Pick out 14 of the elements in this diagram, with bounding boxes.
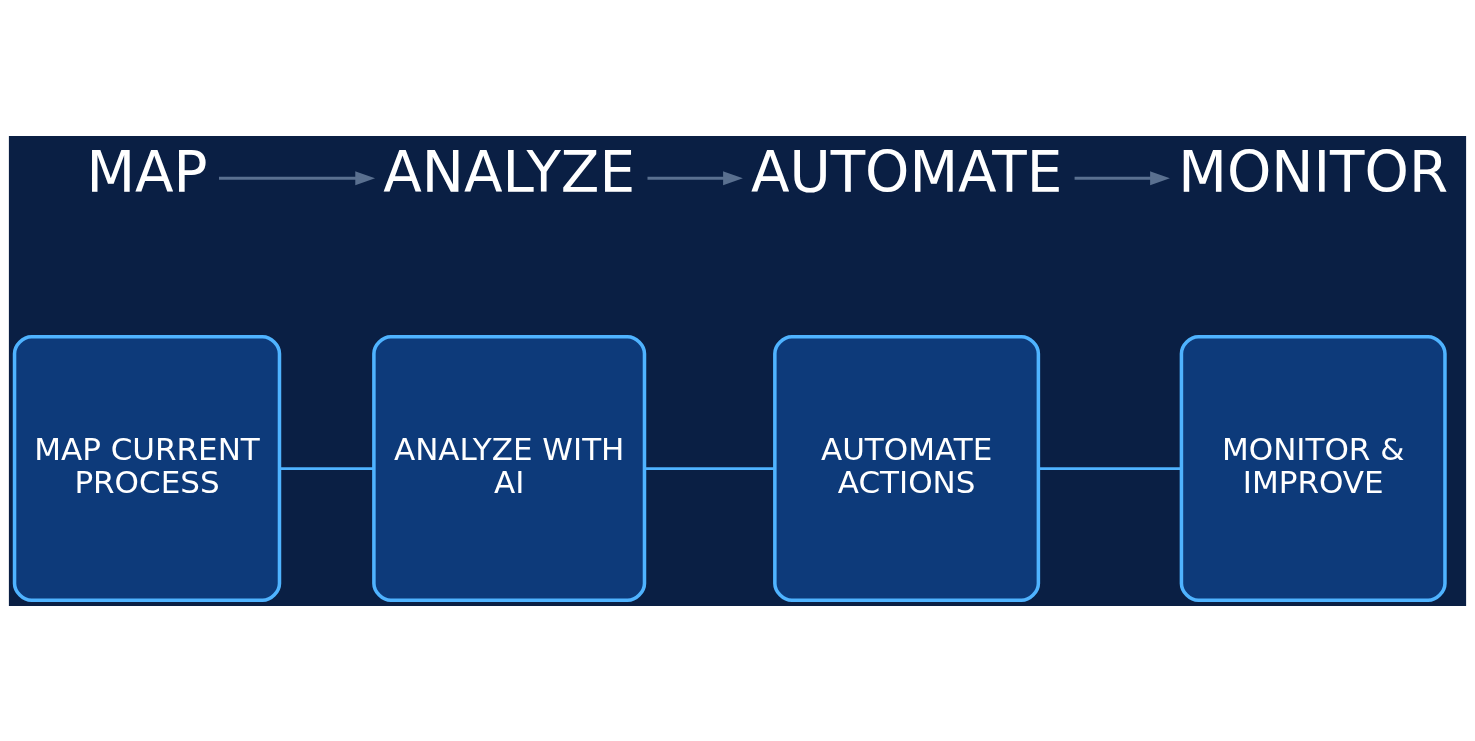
- node-text: MONITOR: [1178, 139, 1449, 205]
- node-text: AUTOMATE: [750, 139, 1063, 205]
- node-box: MAP CURRENT PROCESS: [12, 334, 282, 602]
- connector: [644, 466, 775, 470]
- arrow: [219, 170, 376, 185]
- connector: [279, 466, 374, 470]
- node-box: AUTOMATE ACTIONS: [773, 334, 1041, 602]
- node-box: ANALYZE WITH AI: [372, 334, 647, 602]
- node-text: ANALYZE: [383, 139, 636, 205]
- connector: [1038, 466, 1181, 470]
- arrow: [1074, 170, 1170, 185]
- node-text: MAP: [86, 139, 208, 205]
- arrow: [647, 170, 743, 185]
- node-box: MONITOR & IMPROVE: [1179, 334, 1447, 602]
